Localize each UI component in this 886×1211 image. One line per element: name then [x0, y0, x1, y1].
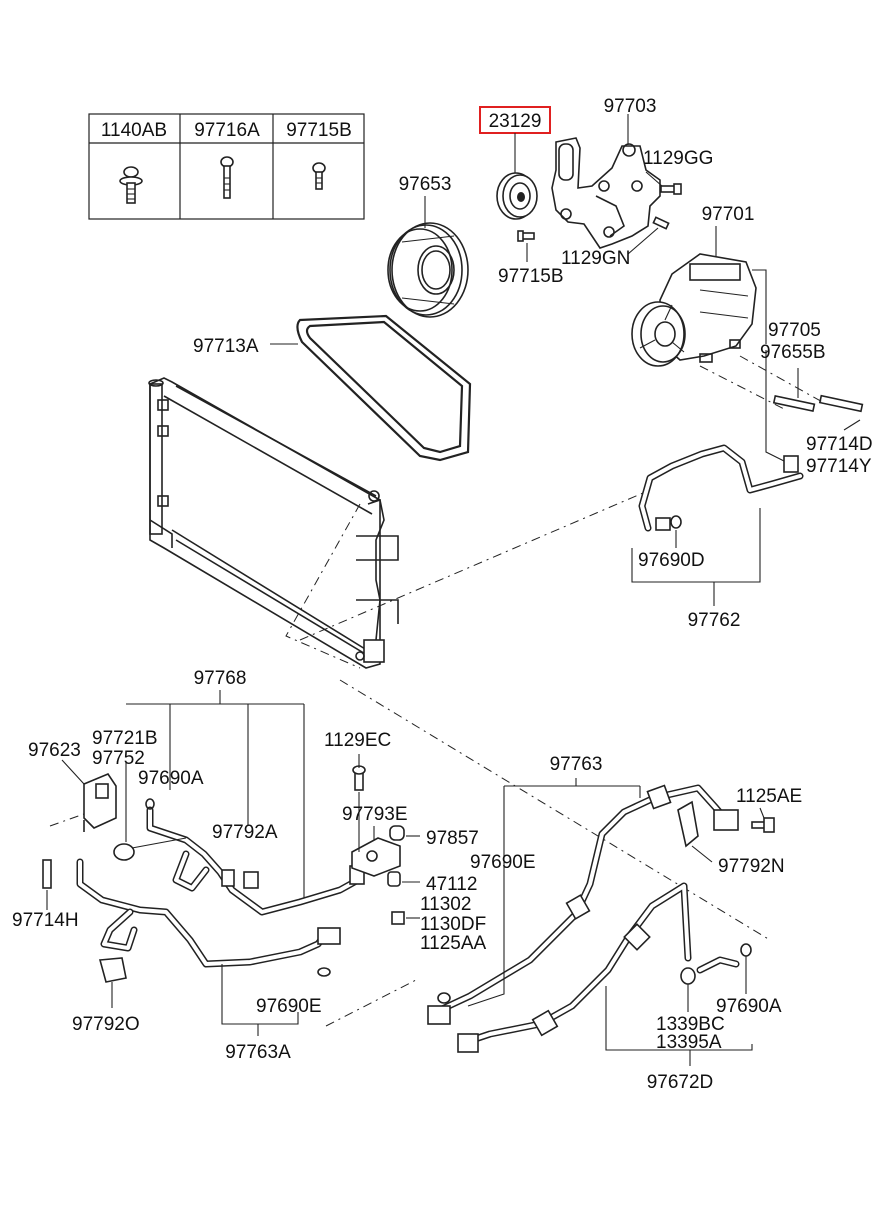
label-97713a: 97713A — [193, 336, 259, 357]
drive-belt — [296, 314, 472, 462]
fastener-table: 1140AB 97716A 97715B — [88, 113, 365, 220]
liquid-line-97763a — [76, 858, 341, 977]
label-1129gg: 1129GG — [643, 148, 713, 169]
label-97714y: 97714Y — [806, 456, 872, 477]
label-97763: 97763 — [550, 754, 603, 775]
label-97701: 97701 — [702, 204, 755, 225]
label-97690a-top: 97690A — [138, 768, 204, 789]
label-13395a: 13395A — [656, 1032, 722, 1053]
sensor-97752 — [113, 837, 187, 861]
bolt-1129gg — [660, 183, 682, 195]
bolt-97714d-a — [772, 394, 816, 413]
label-11302: 11302 — [420, 894, 471, 915]
label-97655b: 97655B — [760, 342, 826, 363]
short-bolt-icon — [312, 162, 326, 190]
idler-pulley — [496, 172, 538, 220]
label-97721b: 97721B — [92, 728, 158, 749]
table-header-1140ab: 1140AB — [101, 120, 167, 141]
table-header-97716a: 97716A — [194, 120, 260, 141]
label-1130df: 1130DF — [420, 914, 486, 935]
bolt-1129gn — [652, 216, 670, 230]
label-97703: 97703 — [604, 96, 657, 117]
label-97690e-mid: 97690E — [470, 852, 536, 873]
label-97752: 97752 — [92, 748, 145, 769]
label-97792a: 97792A — [212, 822, 278, 843]
label-97792n: 97792N — [718, 856, 785, 877]
label-97763a: 97763A — [225, 1042, 291, 1063]
block-fitting — [351, 825, 405, 925]
discharge-line-97672d — [457, 882, 752, 1053]
bolt-97715b — [517, 230, 535, 242]
label-97690e-bot: 97690E — [256, 996, 322, 1017]
label-97653: 97653 — [399, 174, 452, 195]
label-97690d: 97690D — [638, 550, 705, 571]
label-97672d: 97672D — [647, 1072, 714, 1093]
table-header-97715b: 97715B — [286, 120, 352, 141]
label-97714d: 97714D — [806, 434, 873, 455]
condenser — [148, 377, 399, 669]
label-97793e: 97793E — [342, 804, 408, 825]
part-labels: 97703 1129GG 97653 97701 1129GN 97715B 9… — [12, 96, 873, 1093]
label-1125ae: 1125AE — [736, 786, 802, 807]
bolt-97714d-b — [818, 394, 864, 413]
label-97857: 97857 — [426, 828, 479, 849]
compressor-bracket — [551, 137, 661, 249]
label-1339bc: 1339BC — [656, 1014, 725, 1035]
long-bolt-icon — [220, 156, 234, 199]
flange-bolt-icon — [119, 166, 143, 204]
label-1125aa: 1125AA — [420, 933, 487, 954]
highlighted-part-23129[interactable]: 23129 — [479, 106, 551, 134]
bracket-97792o — [98, 957, 127, 983]
suction-hose-97763 — [427, 784, 739, 1025]
part-label-23129: 23129 — [489, 111, 542, 132]
crank-pulley — [387, 222, 469, 318]
group-97768-leader — [126, 690, 305, 898]
label-97762: 97762 — [688, 610, 741, 631]
bolt-97714h — [42, 859, 52, 889]
label-97714h: 97714H — [12, 910, 79, 931]
bolt-1125ae — [751, 817, 775, 833]
label-97768: 97768 — [194, 668, 247, 689]
label-97623: 97623 — [28, 740, 81, 761]
label-97792o: 97792O — [72, 1014, 140, 1035]
discharge-hose-97762 — [638, 444, 804, 532]
label-97690a-bot: 97690A — [716, 996, 782, 1017]
suction-line-97768 — [145, 798, 365, 916]
label-97705: 97705 — [768, 320, 821, 341]
bolt-1129ec — [352, 765, 366, 791]
label-1129ec: 1129EC — [324, 730, 391, 751]
label-97715b: 97715B — [498, 266, 564, 287]
label-47112: 47112 — [426, 874, 477, 895]
expansion-valve — [83, 773, 117, 832]
ac-compressor — [631, 253, 757, 367]
label-1129gn: 1129GN — [561, 248, 630, 269]
bracket-97792n — [677, 800, 699, 848]
